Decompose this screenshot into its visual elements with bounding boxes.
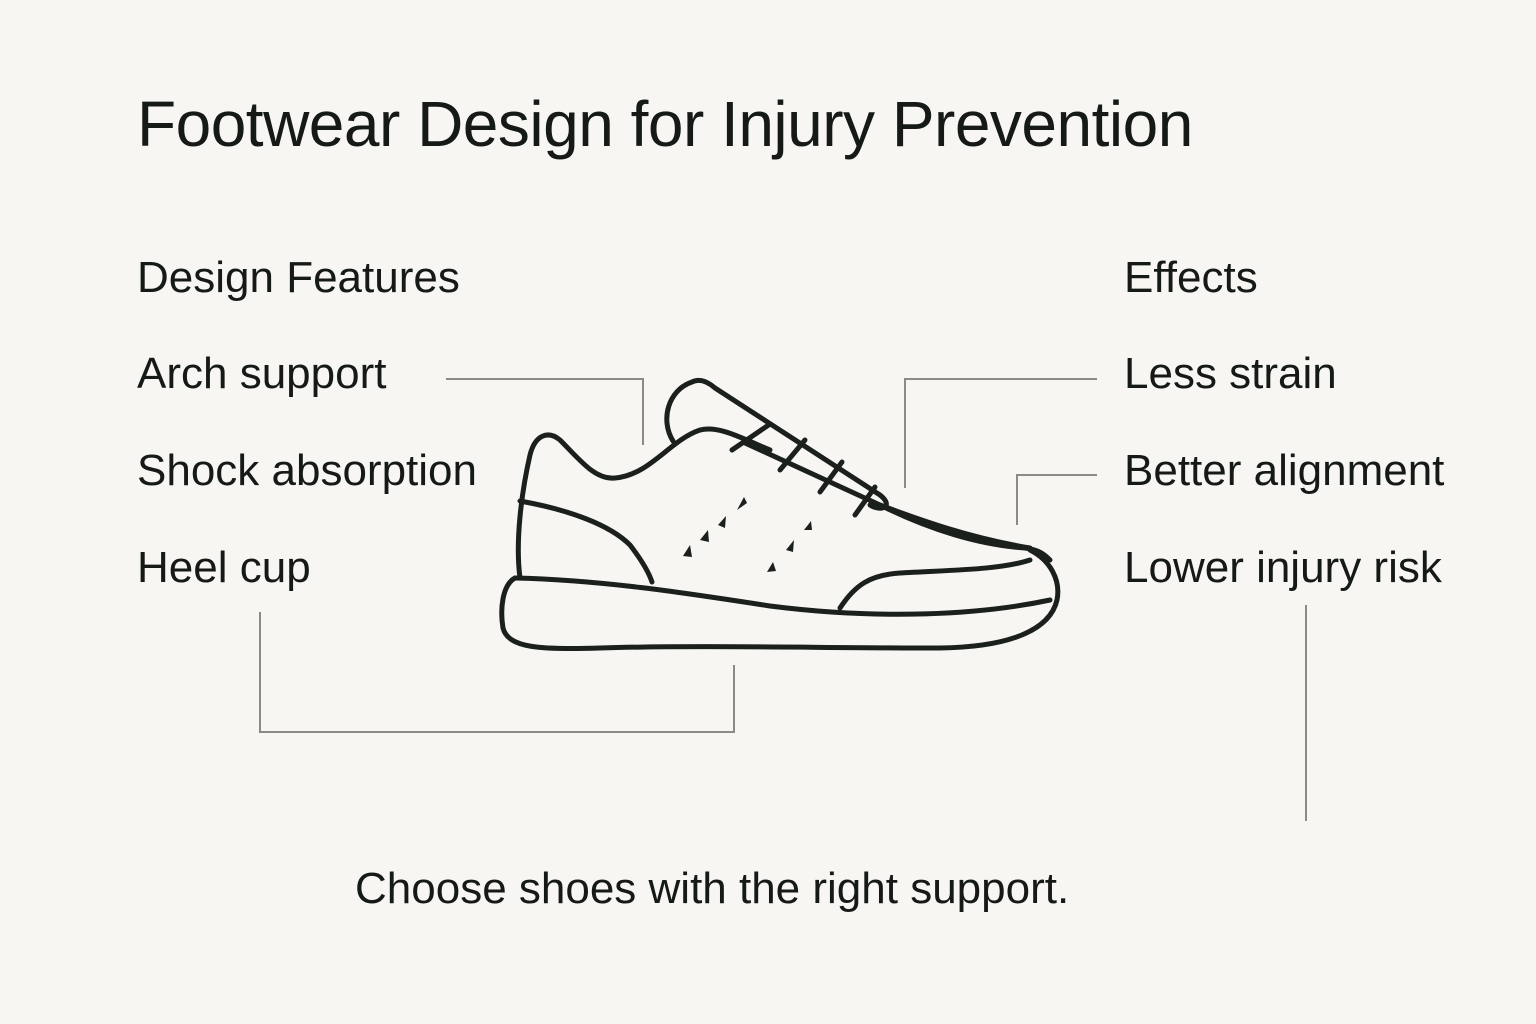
heel-counter <box>515 427 703 581</box>
sneaker-icon <box>499 377 1061 652</box>
leader-line-less-strain <box>904 378 1097 488</box>
lace-1 <box>729 421 773 453</box>
lace-2 <box>777 437 808 473</box>
midsole-line <box>512 575 1053 617</box>
stitch-marks <box>683 497 812 572</box>
effect-less-strain: Less strain <box>1124 349 1337 398</box>
feature-heel-cup: Heel cup <box>137 543 311 592</box>
leader-line-heel-cup <box>259 612 735 733</box>
effects-heading: Effects <box>1124 253 1258 302</box>
collar <box>697 426 773 453</box>
feature-arch-support: Arch support <box>137 349 387 398</box>
leader-line-arch-support <box>446 378 644 445</box>
heel-overlay <box>517 498 655 585</box>
tongue <box>664 377 889 511</box>
lace-3 <box>817 459 845 495</box>
vamp-line <box>877 502 1033 551</box>
leader-line-better-alignment <box>1016 474 1097 525</box>
design-features-heading: Design Features <box>137 253 460 302</box>
leader-lines <box>259 378 1307 821</box>
page-title: Footwear Design for Injury Prevention <box>137 88 1193 160</box>
sole-outline <box>499 547 1061 652</box>
effect-better-alignment: Better alignment <box>1124 446 1445 495</box>
toe-cap <box>837 557 1033 611</box>
feature-shock-absorption: Shock absorption <box>137 446 477 495</box>
footer-caption: Choose shoes with the right support. <box>355 864 1070 913</box>
lace-4 <box>852 484 878 518</box>
effect-lower-injury-risk: Lower injury risk <box>1124 543 1442 592</box>
